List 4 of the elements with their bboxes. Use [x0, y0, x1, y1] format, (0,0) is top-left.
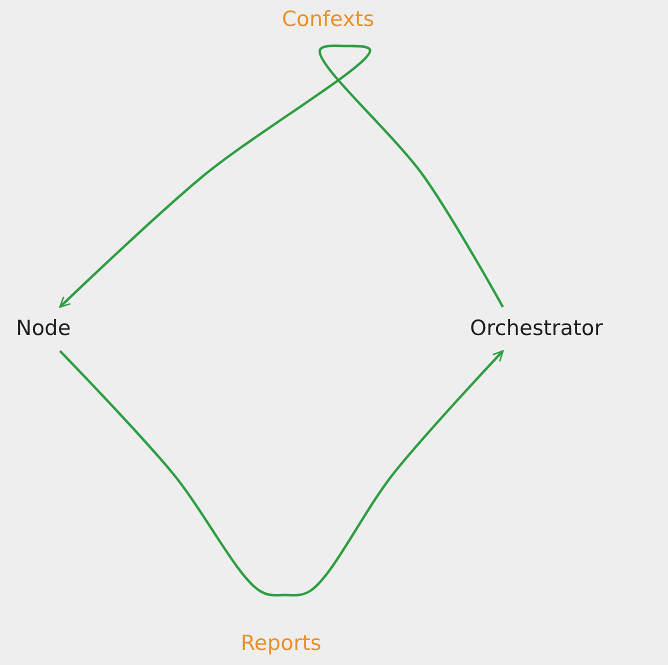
node-label: Orchestrator — [470, 315, 603, 341]
curved-arrow — [59, 44, 504, 308]
curved-arrow — [59, 350, 504, 596]
node-label: Node — [16, 315, 71, 341]
